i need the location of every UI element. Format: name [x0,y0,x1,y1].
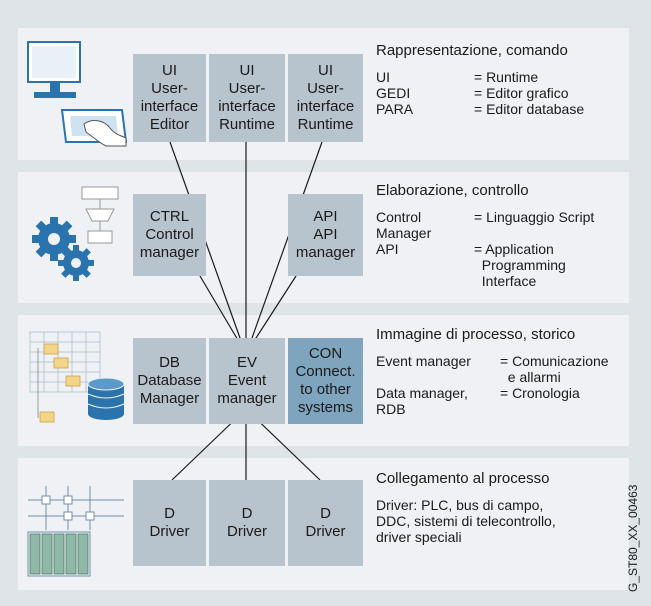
api-manager-box: API API manager [288,194,363,276]
driver-box: D Driver [209,480,285,566]
info-row: GEDI = Editor grafico [376,85,584,101]
box-line: Connect. [295,363,356,380]
info-heading: Immagine di processo, storico [376,326,576,343]
box-line: CTRL [149,208,190,225]
box-line: User- [151,80,188,97]
info-value: = Cronologia [500,385,580,401]
info-key: Manager [376,225,432,241]
info-key: Data manager, [376,385,468,401]
info-key [376,257,474,273]
box-line: Driver [149,523,190,540]
box-line: Control [145,226,194,243]
database-grid-icon [29,331,125,423]
figure-id-label: G_ST80_XX_00463 [626,484,640,592]
box-line: manager [139,244,200,261]
info-row: Data manager, = Cronologia [376,385,609,401]
info-heading: Collegamento al processo [376,470,550,487]
info-value: = Runtime [474,69,539,85]
ctrl-manager-box: CTRL Control manager [133,194,206,276]
box-line: Runtime [219,116,275,133]
info-heading: Rappresentazione, comando [376,42,568,59]
box-line: interface [296,98,355,115]
info-presentation: Rappresentazione, comando UI = Runtime GE… [376,42,584,118]
info-value: = Linguaggio Script [474,209,595,225]
plc-bus-icon [27,486,124,577]
info-key: PARA [376,101,414,117]
info-process-image: Immagine di processo, storico Event mana… [376,326,609,418]
info-heading: Elaborazione, controllo [376,182,529,199]
box-line: D [320,505,331,522]
info-row: Manager [376,225,594,241]
box-line: interface [218,98,276,115]
computer-touch-icon [27,41,128,147]
ui-editor-box: UI User- interface Editor [133,54,206,142]
box-line: UI [239,62,255,79]
box-line: systems [297,399,353,416]
info-value: = Editor grafico [474,85,569,101]
box-line: API [313,226,338,243]
box-line: Editor [149,116,190,133]
info-process-connection: Collegamento al processo Driver: PLC, bu… [376,470,556,546]
info-row: Control = Linguaggio Script [376,209,594,225]
driver-box: D Driver [133,480,206,566]
box-line: Driver [305,523,346,540]
info-value: e allarmi [500,369,561,385]
box-line: CON [308,345,343,362]
box-line: Manager [139,390,200,407]
box-line: Runtime [297,116,354,133]
info-line: Driver: PLC, bus di campo, [376,497,544,513]
connect-other-systems-box: CON Connect. to other systems [288,338,363,424]
box-line: UI [318,62,333,79]
info-row: Programming [376,257,594,273]
info-line: DDC, sistemi di telecontrollo, [376,513,556,529]
wire-ui-editor [169,141,246,353]
box-line: DB [159,354,180,371]
event-manager-box: EV Event manager [209,338,285,424]
info-row: Event manager = Comunicazione [376,353,609,369]
info-row: Interface [376,273,594,289]
info-row: UI = Runtime [376,69,584,85]
box-line: Event [227,372,267,389]
database-manager-box: DB Database Manager [133,338,206,424]
info-key [376,369,500,385]
info-key: GEDI [376,85,411,101]
info-key: RDB [376,401,406,417]
info-value: Programming [474,257,566,273]
info-key: API [376,241,399,257]
gears-flowchart-icon [32,186,119,281]
info-row: PARA = Editor database [376,101,584,117]
info-line: driver speciali [376,529,462,545]
box-line: User- [307,80,344,97]
info-row: API = Application [376,241,594,257]
info-key: Event manager [376,353,471,369]
box-line: EV [236,354,257,371]
info-row: RDB [376,401,609,417]
info-value: = Comunicazione [500,353,609,369]
box-line: to other [300,381,351,398]
info-value: = Editor database [474,101,585,117]
box-line: UI [162,62,177,79]
driver-box: D Driver [288,480,363,566]
info-processing: Elaborazione, controllo Control = Linguag… [376,182,594,290]
box-line: User- [228,80,266,97]
ui-runtime-box: UI User- interface Runtime [288,54,363,142]
box-line: D [241,505,253,522]
info-value: Interface [474,273,537,289]
ui-runtime-box: UI User- interface Runtime [209,54,285,142]
box-line: manager [217,390,277,407]
box-line: Database [137,372,202,389]
box-line: D [164,505,175,522]
box-line: interface [140,98,199,115]
box-line: API [313,208,338,225]
box-line: Driver [227,523,267,540]
info-value: = Application [474,241,554,257]
info-row: e allarmi [376,369,609,385]
wire-ui-runtime-2 [246,141,323,353]
info-key: UI [376,69,390,85]
info-key: Control [376,209,422,225]
info-key [376,273,474,289]
box-line: manager [295,244,356,261]
